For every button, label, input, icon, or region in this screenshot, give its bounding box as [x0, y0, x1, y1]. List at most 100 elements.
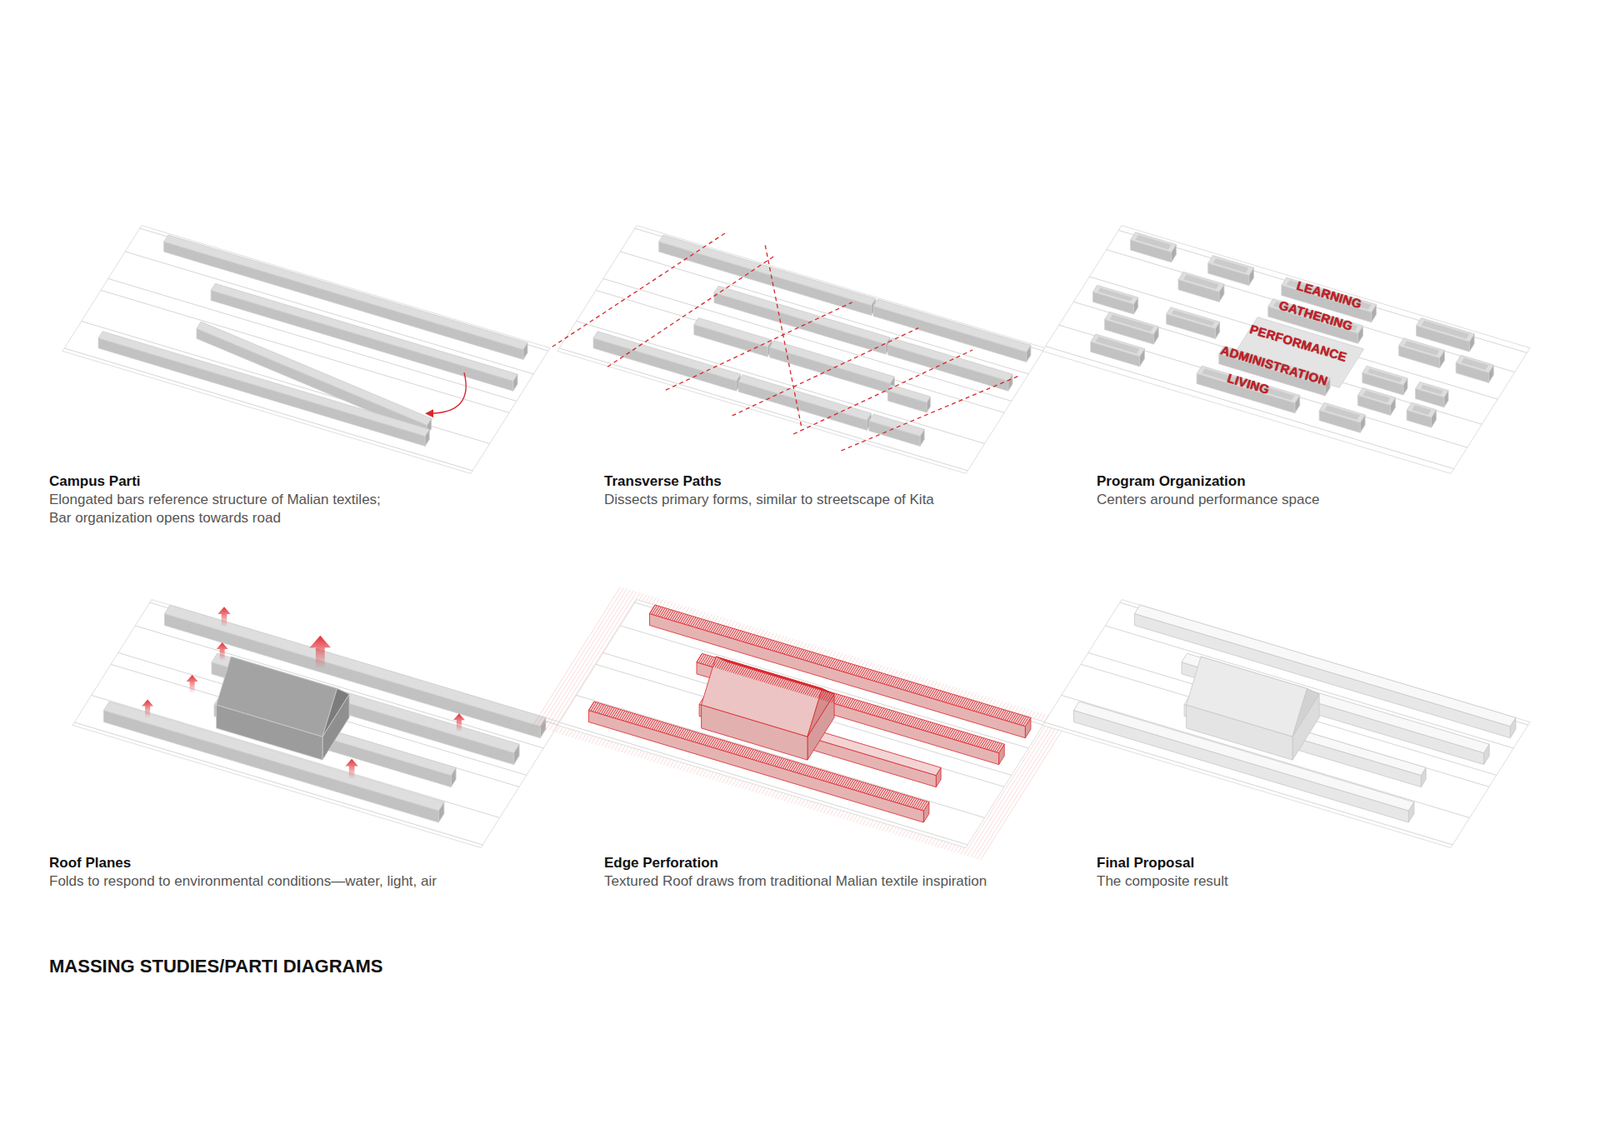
- roof-perforation: [947, 729, 954, 738]
- roof-perforation: [896, 713, 903, 722]
- roof-perforation: [770, 675, 776, 685]
- roof-perforation: [857, 667, 864, 676]
- roof-perforation: [754, 670, 760, 680]
- roof-perforation: [774, 642, 780, 651]
- roof-perforation: [853, 666, 860, 675]
- roof-perforation: [625, 712, 632, 721]
- roof-perforation: [715, 740, 721, 749]
- roof-perforation: [743, 633, 750, 642]
- roof-perforation: [919, 800, 925, 810]
- roof-perforation: [596, 704, 603, 713]
- roof-perforation: [845, 698, 852, 707]
- roof-perforation: [745, 634, 752, 643]
- roof-perforation: [868, 705, 875, 714]
- roof-perforation: [876, 788, 883, 797]
- roof-perforation: [692, 617, 699, 626]
- roof-perforation: [700, 735, 707, 744]
- roof-perforation: [933, 690, 940, 699]
- bar-top-face: [888, 385, 931, 403]
- roof-perforation: [819, 770, 825, 780]
- roof-perforation: [709, 622, 715, 631]
- roof-perforation: [886, 710, 893, 720]
- roof-perforation: [878, 788, 885, 797]
- roof-perforation: [730, 744, 736, 753]
- roof-perforation: [631, 714, 638, 723]
- roof-perforation: [662, 723, 669, 732]
- roof-perforation: [750, 669, 756, 678]
- roof-perforation: [595, 703, 601, 712]
- roof-perforation: [935, 690, 941, 700]
- roof-perforation: [800, 650, 807, 659]
- roof-perforation: [780, 759, 787, 768]
- bar-top-face: [1415, 381, 1449, 397]
- roof-perforation: [850, 665, 856, 674]
- roof-perforation: [996, 743, 1003, 752]
- roof-perforation: [760, 753, 766, 762]
- roof-perforation: [874, 672, 880, 681]
- roof-perforation: [992, 708, 999, 717]
- roof-perforation: [831, 774, 838, 783]
- bar-top-face: [1074, 701, 1415, 811]
- roof-perforation: [919, 685, 925, 695]
- transverse-path: [840, 375, 1020, 451]
- roof-perforation: [825, 692, 831, 701]
- roof-perforation: [725, 662, 731, 671]
- roof-perforation: [1000, 710, 1007, 719]
- roof-perforation: [670, 610, 676, 620]
- panel-heading: Final Proposal: [1096, 855, 1195, 872]
- roof-perforation: [820, 690, 827, 700]
- roof-perforation: [706, 622, 713, 631]
- roof-perforation: [896, 794, 903, 803]
- roof-perforation: [978, 703, 985, 712]
- roof-perforation: [855, 701, 862, 710]
- roof-perforation: [890, 677, 897, 686]
- roof-perforation: [819, 655, 825, 665]
- roof-perforation: [860, 783, 866, 792]
- roof-perforation: [915, 685, 921, 694]
- roof-perforation: [668, 610, 675, 620]
- roof-perforation: [1006, 712, 1013, 721]
- roof-perforation: [751, 750, 758, 760]
- roof-perforation: [666, 725, 673, 734]
- roof-perforation: [668, 725, 675, 735]
- roof-perforation: [866, 785, 873, 794]
- roof-perforation: [888, 710, 895, 720]
- roof-perforation: [757, 637, 764, 646]
- roof-perforation: [660, 723, 666, 732]
- roof-perforation: [780, 678, 786, 687]
- roof-perforation: [815, 689, 821, 698]
- roof-perforation: [786, 760, 793, 770]
- ground-line: [576, 320, 985, 444]
- roof-perforation: [739, 631, 745, 640]
- roof-perforation: [923, 721, 930, 730]
- roof-perforation: [844, 778, 850, 787]
- roof-perforation: [794, 648, 800, 657]
- roof-perforation: [861, 668, 868, 677]
- roof-perforation: [913, 799, 920, 808]
- roof-perforation: [653, 605, 660, 615]
- roof-perforation: [770, 640, 776, 650]
- roof-perforation: [929, 723, 935, 732]
- roof-perforation: [886, 675, 893, 685]
- roof-perforation: [644, 718, 650, 727]
- roof-perforation: [872, 706, 879, 715]
- courtyard-void: [1213, 258, 1250, 274]
- roof-perforation: [878, 708, 885, 717]
- roof-perforation: [755, 671, 762, 680]
- roof-perforation: [782, 645, 789, 654]
- roof-perforation: [603, 705, 610, 715]
- roof-perforation: [792, 763, 799, 772]
- roof-perforation: [690, 732, 697, 741]
- bar-top-face: [1166, 307, 1220, 330]
- roof-perforation: [833, 660, 840, 669]
- roof-perforation: [1009, 712, 1015, 721]
- roof-perforation: [941, 727, 948, 736]
- roof-perforation: [843, 697, 850, 706]
- courtyard-void: [1362, 390, 1390, 404]
- roof-perforation: [861, 703, 868, 712]
- roof-perforation: [717, 740, 724, 749]
- bar-top-face: [104, 701, 445, 811]
- transverse-path: [665, 302, 853, 390]
- bar-side-face: [738, 381, 867, 430]
- roof-perforation: [664, 724, 670, 733]
